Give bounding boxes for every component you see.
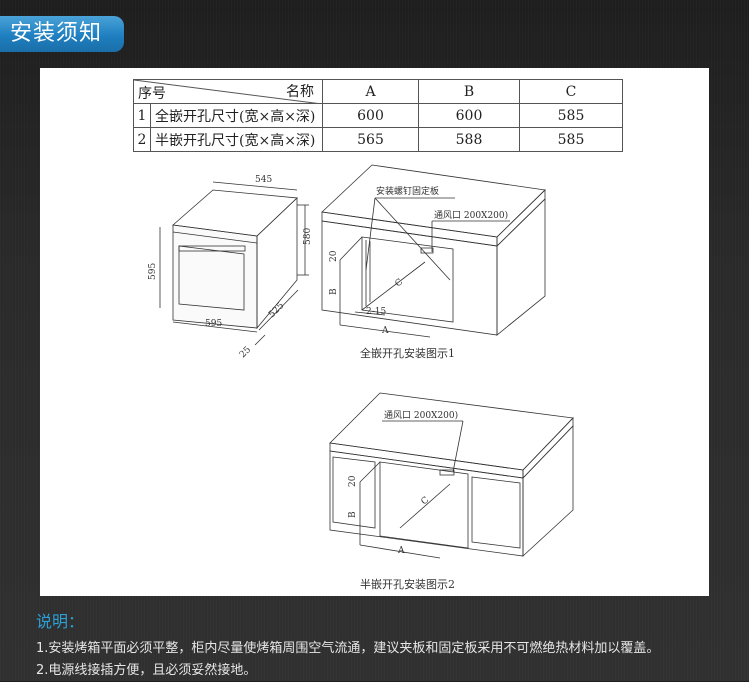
figure1-caption: 全嵌开孔安装图示1 (360, 346, 455, 360)
half-embed-cabinet-drawing (329, 392, 574, 559)
cell-value: 600 (418, 103, 520, 128)
diagram-panel: 名称 序号 A B C 1 全嵌开孔尺寸(宽×高×深) 600 600 585 … (40, 68, 709, 596)
full-embed-cabinet-drawing (321, 164, 546, 338)
dim-label: 25 (238, 345, 253, 360)
dim-label: 580 (303, 228, 313, 245)
oven-drawing (159, 181, 309, 346)
figure2-caption: 半嵌开孔安装图示2 (360, 577, 455, 591)
dim-label: 20 (329, 250, 339, 262)
screw-plate-label: 安装螺钉固定板 (376, 185, 439, 197)
dim-label: 525 (267, 301, 286, 320)
dim-label: 595 (205, 319, 222, 329)
note-line: 1.安装烤箱平面必须平整，柜内尽量使烤箱周围空气流通，建议夹板和固定板采用不可燃… (36, 641, 660, 656)
notes-section: 说明： 1.安装烤箱平面必须平整，柜内尽量使烤箱周围空气流通，建议夹板和固定板采… (36, 608, 659, 682)
cell-value: 565 (322, 127, 419, 152)
cell-value: 585 (519, 127, 623, 152)
dimension-table: 名称 序号 A B C 1 全嵌开孔尺寸(宽×高×深) 600 600 585 … (133, 79, 623, 152)
dim-label: A (397, 546, 405, 556)
corner-top-label: 名称 (286, 84, 314, 100)
dim-label: 595 (148, 263, 158, 280)
dim-label: B (348, 511, 358, 518)
note-line: 2.电源线接插方便，且必须妥然接地。 (36, 663, 257, 678)
dim-label: A (381, 326, 389, 336)
table-row: 1 全嵌开孔尺寸(宽×高×深) 600 600 585 (133, 103, 623, 128)
row-name: 全嵌开孔尺寸(宽×高×深) (150, 103, 323, 128)
diagonal-line (134, 80, 322, 104)
section-title: 安装须知 (0, 16, 124, 52)
vent-label: 通风口 200X200) (434, 210, 508, 221)
table-row: 2 半嵌开孔尺寸(宽×高×深) 565 588 585 (133, 127, 623, 152)
dim-label: 545 (255, 175, 272, 185)
corner-cell: 名称 序号 (133, 79, 323, 104)
dim-label: B (329, 288, 339, 295)
dim-label: 2-15 (366, 307, 386, 317)
notes-heading: 说明： (36, 612, 85, 631)
dim-label: C (394, 277, 406, 289)
dim-label: C (420, 495, 432, 507)
vent-label: 通风口 200X200) (384, 410, 458, 421)
cell-value: 600 (322, 103, 419, 128)
cell-value: 588 (418, 127, 520, 152)
corner-bottom-label: 序号 (138, 86, 166, 102)
column-header: B (418, 79, 520, 104)
dim-label: 20 (348, 475, 358, 487)
installation-drawings: 545 580 595 595 525 25 安装螺钉固定板 通风口 200X2… (148, 164, 574, 591)
row-name: 半嵌开孔尺寸(宽×高×深) (150, 127, 323, 152)
